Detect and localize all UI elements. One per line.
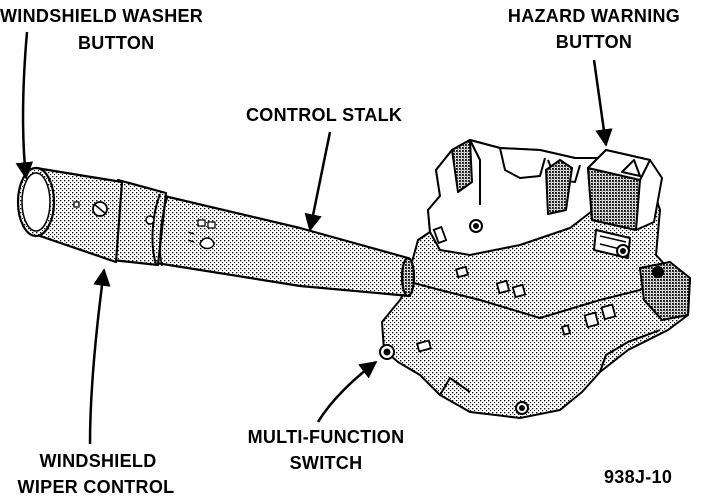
label-hazard-line1: HAZARD WARNING <box>507 6 681 26</box>
label-control-stalk: CONTROL STALK <box>246 105 403 125</box>
arrow-control-stalk <box>304 131 332 232</box>
base-slots <box>416 225 617 353</box>
hazard-warning-button <box>587 149 663 259</box>
label-wiper-line2: WIPER CONTROL <box>17 477 175 497</box>
label-hazard-line2: BUTTON <box>555 32 633 52</box>
arrow-washer-button <box>15 31 34 180</box>
leader-arrows <box>15 31 613 445</box>
mounting-holes <box>379 219 664 415</box>
label-washer-line2: BUTTON <box>78 33 155 53</box>
arrow-hazard-button <box>592 59 613 147</box>
label-washer-line1: WINDSHIELD WASHER <box>0 6 204 26</box>
arrow-multi-function-switch <box>316 360 378 423</box>
label-mfs-line1: MULTI-FUNCTION <box>247 427 405 447</box>
figure-id: 938J-10 <box>604 467 673 487</box>
label-wiper-line1: WINDSHIELD <box>39 451 157 471</box>
control-stalk <box>16 166 416 298</box>
label-mfs-line2: SWITCH <box>289 453 363 473</box>
arrow-wiper-control <box>88 268 111 445</box>
